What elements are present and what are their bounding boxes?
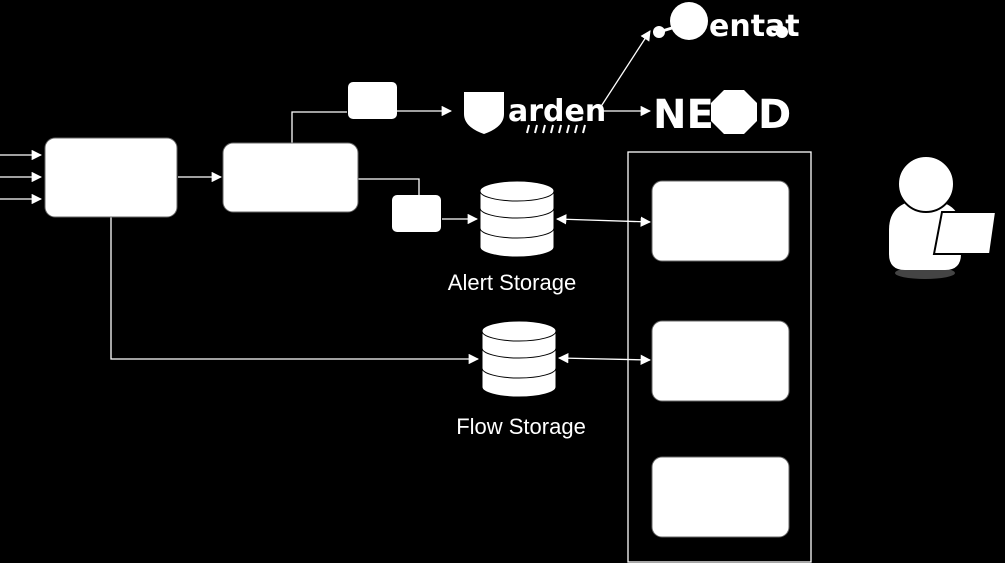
alert-storage-label: Alert Storage [448, 270, 576, 295]
panel-box-3 [651, 456, 790, 538]
panel-box-1 [651, 180, 790, 262]
processor-box [222, 142, 359, 213]
panel-box-2 [651, 320, 790, 402]
alert-connector-box [392, 195, 441, 232]
flow-storage-label: Flow Storage [456, 414, 586, 439]
collector-box [44, 137, 178, 218]
processor-to-small-box2-line [358, 178, 420, 196]
alert-db-to-panel-arrow [555, 214, 652, 227]
mentat-logo: entat [653, 2, 800, 44]
connectors [110, 30, 652, 365]
user-with-laptop-icon [889, 155, 998, 279]
dashboard-panel [627, 151, 812, 563]
alert-storage-database-icon [479, 180, 555, 258]
flow-db-to-panel-arrow [557, 353, 652, 365]
collector-to-flow-storage-arrow [110, 217, 480, 365]
warden-logo: arden [464, 92, 606, 134]
warden-connector-box [348, 82, 397, 119]
flow-storage-database-icon [481, 320, 557, 398]
input-arrows [0, 149, 43, 205]
warden-to-mentat-arrow [599, 30, 651, 109]
processor-to-small-box-line [291, 111, 347, 143]
mentat-logo-text: entat [709, 9, 800, 44]
nerd-logo-text-left: NE [653, 92, 714, 138]
warden-logo-text: arden [508, 94, 606, 129]
nerd-logo-text-right: D [758, 92, 791, 138]
nerd-logo: NE D [653, 90, 791, 138]
